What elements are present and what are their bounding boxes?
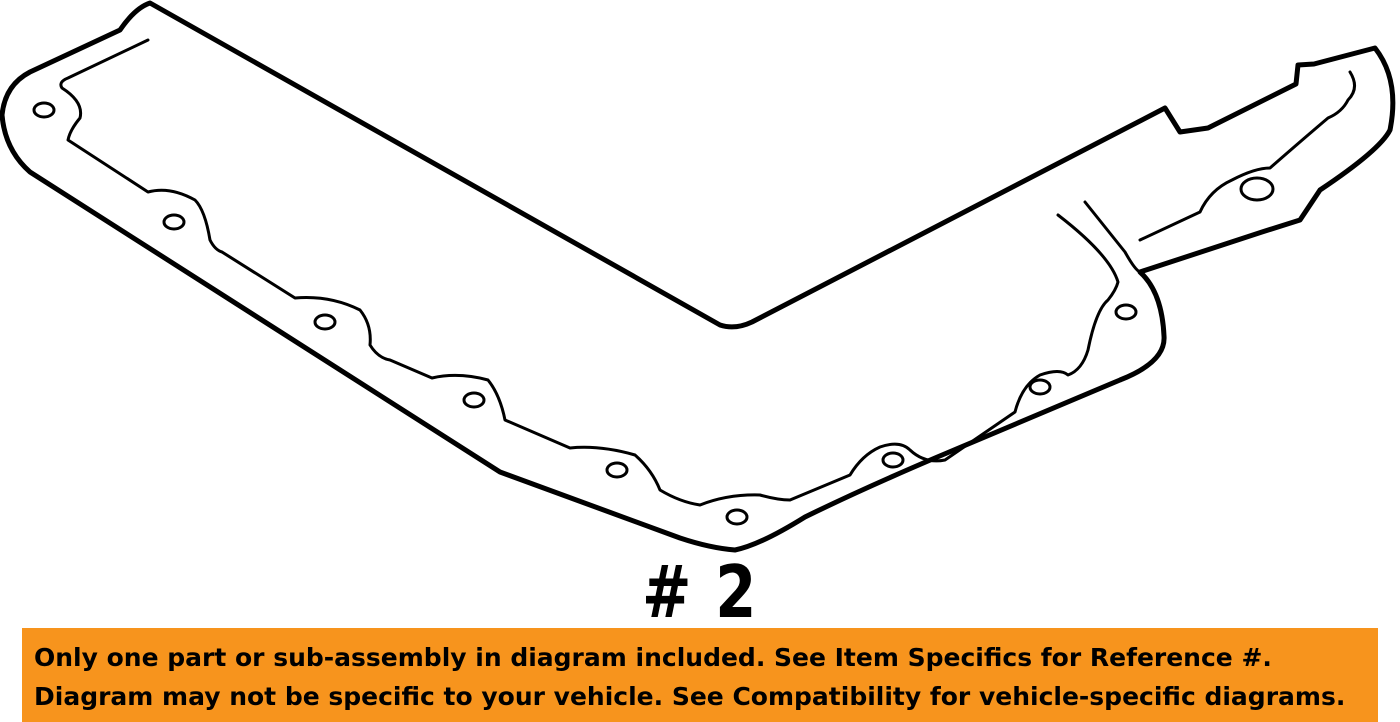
bolt-hole [725,508,749,526]
gasket-inner-outline [59,38,1120,507]
bolt-hole [32,101,56,119]
disclaimer-banner: Only one part or sub-assembly in diagram… [22,628,1378,722]
disclaimer-line-2: Diagram may not be specific to your vehi… [34,682,1346,711]
gasket-outer-outline [0,0,1396,553]
gasket-tab-inner-line [1138,70,1356,242]
bolt-hole [162,213,186,231]
bolt-hole [1028,378,1052,396]
gasket-inner-corner [1083,200,1142,274]
bolt-hole-large [1239,176,1275,202]
gasket-diagram [0,0,1396,553]
bolt-hole [605,461,629,479]
part-number-label: # 2 [641,550,759,634]
bolt-hole [1114,303,1138,321]
bolt-hole [462,391,486,409]
bolt-hole [881,451,905,469]
disclaimer-line-1: Only one part or sub-assembly in diagram… [34,643,1272,672]
bolt-hole [313,313,337,331]
